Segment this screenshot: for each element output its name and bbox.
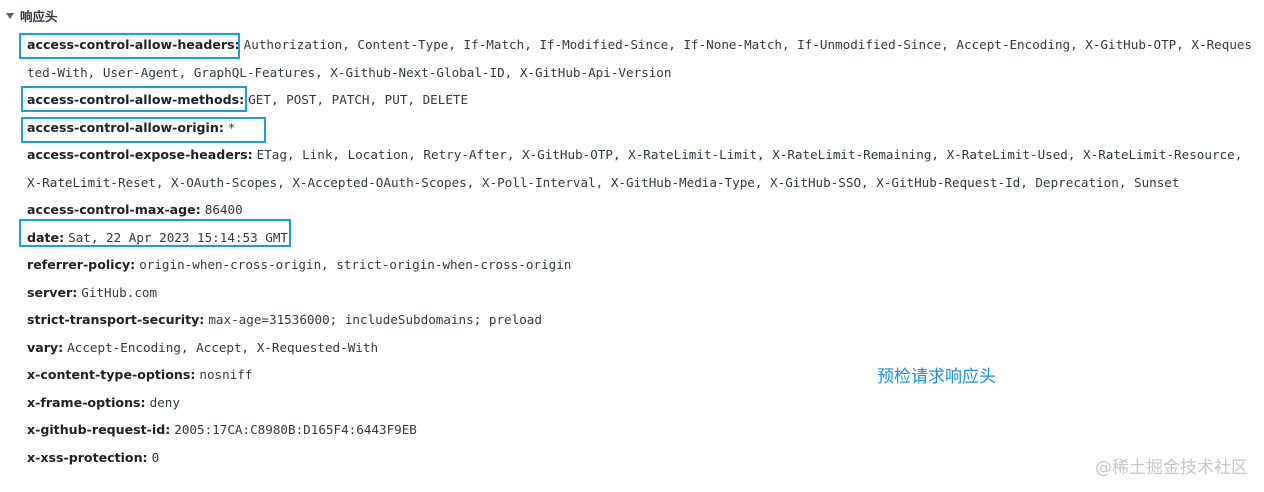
header-row-referrer-policy: referrer-policy:origin-when-cross-origin… (27, 252, 1255, 280)
header-name: strict-transport-security: (27, 312, 205, 327)
header-name: x-github-request-id: (27, 422, 171, 437)
header-row-x-github-request-id: x-github-request-id:2005:17CA:C8980B:D16… (27, 417, 1255, 445)
header-value: Authorization, Content-Type, If-Match, I… (27, 37, 1253, 80)
header-value: 2005:17CA:C8980B:D165F4:6443F9EB (174, 422, 417, 437)
header-name: server: (27, 284, 78, 300)
preflight-response-headers-annotation: 预检请求响应头 (877, 367, 996, 387)
header-row-access-control-max-age: access-control-max-age:86400 (27, 197, 1255, 225)
header-name: access-control-max-age: (27, 202, 201, 217)
header-value: origin-when-cross-origin, strict-origin-… (139, 257, 572, 272)
header-row-x-frame-options: x-frame-options:deny (27, 390, 1255, 418)
header-value: deny (149, 394, 180, 410)
header-value: Sat, 22 Apr 2023 15:14:53 GMT (68, 229, 289, 245)
header-name: date: (27, 229, 65, 245)
section-title: 响应头 (20, 8, 58, 24)
header-row-x-xss-protection: x-xss-protection:0 (27, 445, 1255, 473)
header-row-x-content-type-options: x-content-type-options:nosniff (27, 362, 1255, 390)
header-name: x-frame-options: (27, 394, 146, 410)
header-name: referrer-policy: (27, 257, 136, 272)
header-value: GitHub.com (81, 284, 158, 300)
header-name: access-control-expose-headers: (27, 147, 253, 162)
header-value: * (227, 119, 236, 135)
header-value: max-age=31536000; includeSubdomains; pre… (208, 312, 542, 327)
header-value: 0 (151, 449, 160, 465)
header-row-date: date:Sat, 22 Apr 2023 15:14:53 GMT (27, 225, 1255, 253)
triangle-down-icon[interactable] (6, 12, 14, 19)
header-value: Accept-Encoding, Accept, X-Requested-Wit… (67, 339, 379, 355)
response-headers-section-header[interactable]: 响应头 (6, 6, 58, 24)
header-value: ETag, Link, Location, Retry-After, X-Git… (27, 147, 1243, 190)
header-row-access-control-allow-headers: access-control-allow-headers:Authorizati… (27, 32, 1255, 87)
headers-list: access-control-allow-headers:Authorizati… (27, 32, 1255, 472)
header-name: vary: (27, 339, 64, 355)
header-row-access-control-allow-methods: access-control-allow-methods:GET, POST, … (27, 87, 1255, 115)
header-name: x-xss-protection: (27, 449, 148, 465)
header-row-strict-transport-security: strict-transport-security:max-age=315360… (27, 307, 1255, 335)
header-name: access-control-allow-origin: (27, 119, 224, 135)
header-value: 86400 (204, 202, 243, 217)
watermark: @稀土掘金技术社区 (1095, 458, 1248, 478)
header-value: nosniff (199, 367, 253, 382)
header-value: GET, POST, PATCH, PUT, DELETE (248, 92, 469, 107)
header-row-access-control-allow-origin: access-control-allow-origin:* (27, 115, 1255, 143)
header-name: x-content-type-options: (27, 367, 196, 382)
header-name: access-control-allow-headers: (27, 37, 240, 52)
header-row-vary: vary:Accept-Encoding, Accept, X-Requeste… (27, 335, 1255, 363)
header-row-access-control-expose-headers: access-control-expose-headers:ETag, Link… (27, 142, 1255, 197)
header-name: access-control-allow-methods: (27, 92, 245, 107)
header-row-server: server:GitHub.com (27, 280, 1255, 308)
